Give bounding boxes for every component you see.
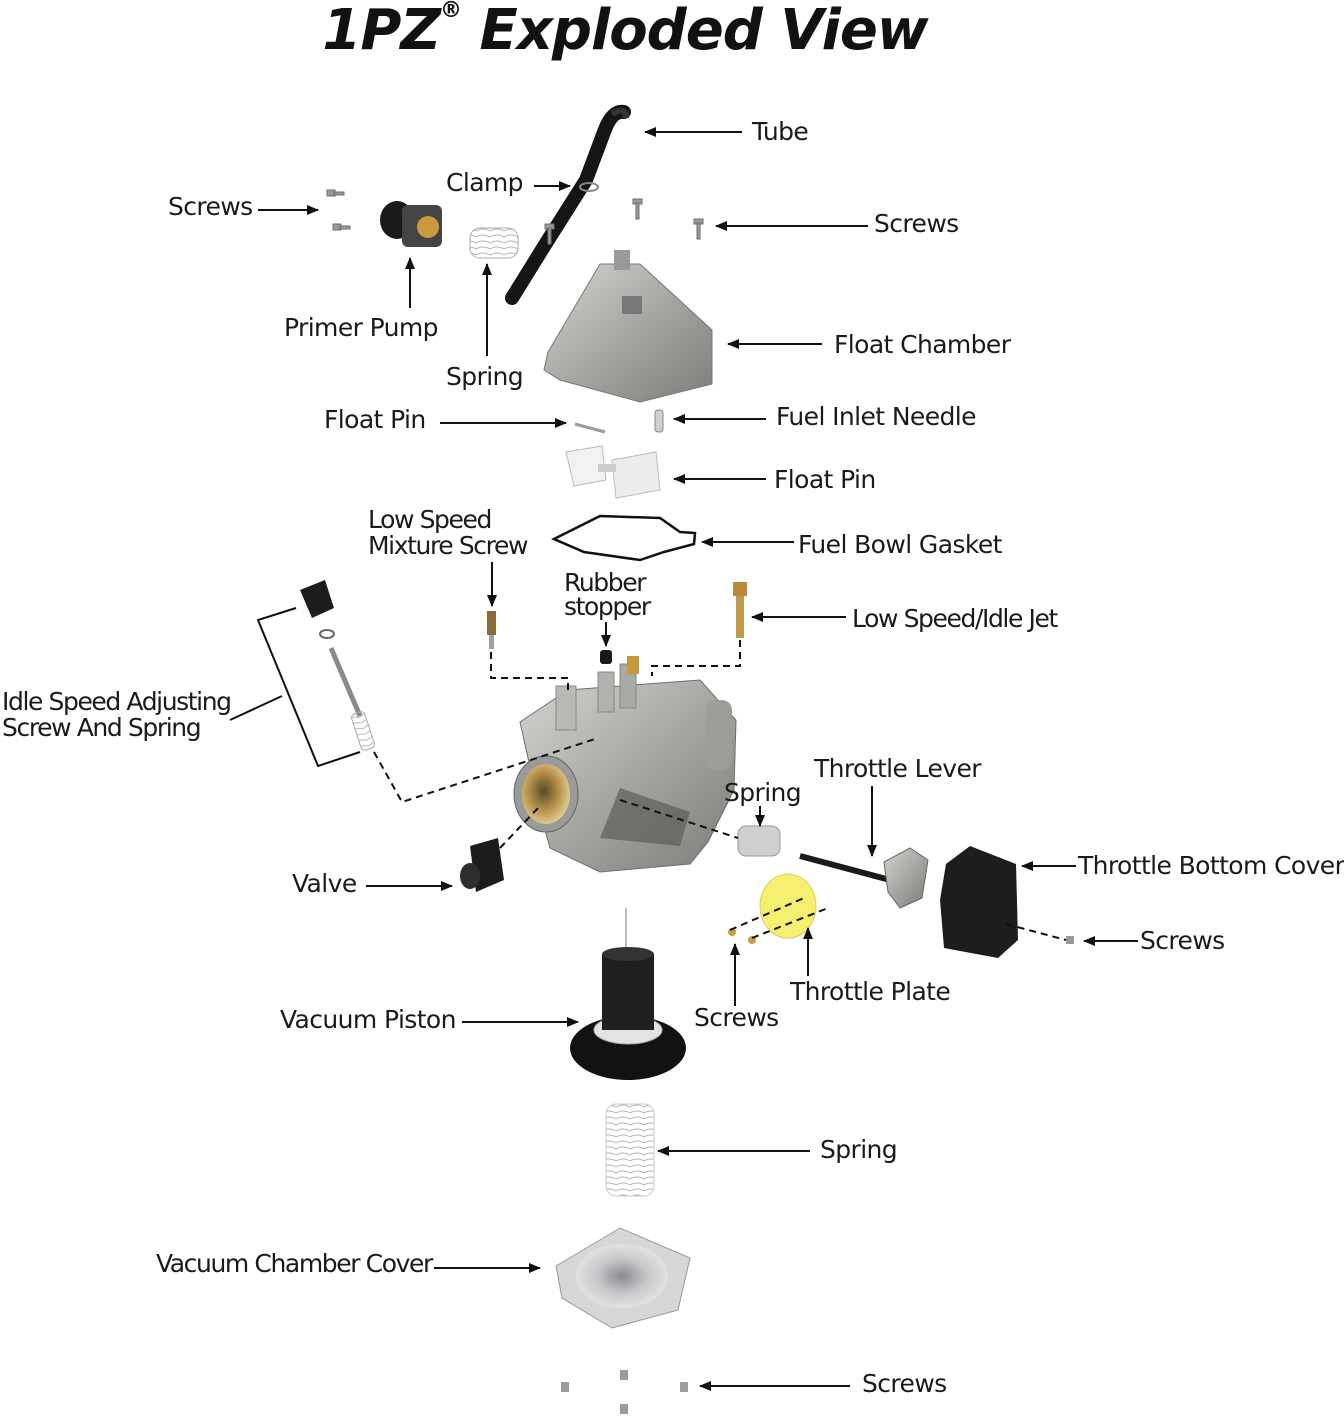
screws-mid-part bbox=[728, 928, 756, 944]
vacuum-chamber-cover-part bbox=[555, 1227, 691, 1329]
assembly-dashes bbox=[373, 640, 1067, 941]
label-low-speed-idle-jet: Low Speed/Idle Jet bbox=[852, 604, 1058, 633]
label-valve: Valve bbox=[292, 869, 357, 898]
spring-bottom-part bbox=[605, 1103, 655, 1197]
label-float-pin-right: Float Pin bbox=[774, 465, 876, 494]
rubber-stopper-part bbox=[600, 650, 612, 664]
primer-pump-part bbox=[380, 201, 442, 247]
label-float-chamber: Float Chamber bbox=[834, 330, 1011, 359]
throttle-bottom-cover-part bbox=[940, 846, 1018, 958]
label-spring-mid: Spring bbox=[724, 778, 802, 807]
valve-part bbox=[460, 838, 504, 892]
leader-lines bbox=[229, 127, 1138, 1391]
float-chamber-part bbox=[543, 250, 713, 403]
screws-top-left-part bbox=[326, 189, 351, 231]
throttle-spring-part bbox=[737, 825, 781, 857]
vacuum-piston-part bbox=[570, 908, 686, 1080]
fuel-bowl-gasket-part bbox=[551, 514, 697, 562]
label-throttle-plate: Throttle Plate bbox=[790, 977, 951, 1006]
label-screws-right: Screws bbox=[1140, 926, 1225, 955]
idle-speed-adjusting-screw-part bbox=[300, 580, 375, 751]
low-speed-mixture-screw-part bbox=[487, 611, 496, 649]
label-clamp: Clamp bbox=[446, 168, 524, 197]
page-title: 1PZ® Exploded View bbox=[322, 0, 928, 63]
label-vacuum-piston: Vacuum Piston bbox=[280, 1005, 456, 1034]
label-vacuum-chamber-cover: Vacuum Chamber Cover bbox=[156, 1249, 433, 1278]
label-fuel-inlet-needle: Fuel Inlet Needle bbox=[776, 402, 976, 431]
low-speed-idle-jet-part bbox=[733, 582, 747, 638]
label-tube: Tube bbox=[752, 117, 809, 146]
label-screws-mid: Screws bbox=[694, 1003, 779, 1032]
fuel-inlet-needle-part bbox=[654, 409, 664, 433]
label-screws-bottom: Screws bbox=[862, 1369, 947, 1398]
label-primer-pump: Primer Pump bbox=[284, 313, 439, 342]
tube-part bbox=[505, 104, 631, 305]
clamp-part bbox=[579, 182, 599, 192]
screws-top-right-part bbox=[544, 198, 704, 245]
screws-right-part bbox=[1066, 936, 1074, 944]
throttle-lever-part bbox=[799, 847, 929, 909]
float-part bbox=[565, 445, 661, 499]
label-spring-top: Spring bbox=[446, 362, 524, 391]
screws-bottom-part bbox=[561, 1370, 688, 1414]
label-throttle-lever: Throttle Lever bbox=[814, 754, 982, 783]
label-screws-top-left: Screws bbox=[168, 192, 253, 221]
label-screws-top-right: Screws bbox=[874, 209, 959, 238]
carburetor-body-part bbox=[513, 656, 737, 873]
spring-top-part bbox=[469, 227, 519, 259]
label-throttle-bottom-cover: Throttle Bottom Cover bbox=[1078, 851, 1344, 880]
float-pin-part bbox=[574, 422, 606, 434]
label-fuel-bowl-gasket: Fuel Bowl Gasket bbox=[798, 530, 1002, 559]
label-spring-bottom: Spring bbox=[820, 1135, 898, 1164]
label-float-pin-left: Float Pin bbox=[324, 405, 426, 434]
